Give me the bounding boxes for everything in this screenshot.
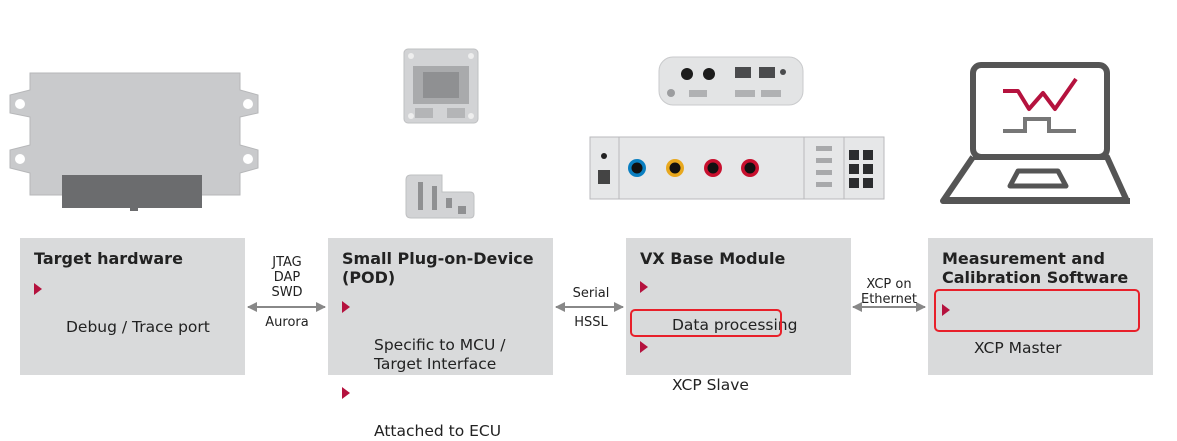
bullet-arrow-icon bbox=[342, 387, 350, 399]
connector-arrows bbox=[247, 302, 926, 312]
measurement-software-box: Measurement and Calibration Software XCP… bbox=[928, 238, 1153, 375]
bullet-arrow-icon bbox=[942, 304, 950, 316]
list-item: XCP Master bbox=[942, 301, 1139, 358]
box-title: Measurement and Calibration Software bbox=[942, 249, 1129, 287]
box-title: Target hardware bbox=[34, 249, 183, 268]
list-item: XCP Slave bbox=[640, 338, 837, 395]
xcp-on-ethernet-labels: XCP on Ethernet bbox=[854, 277, 924, 307]
vx-module-small-icon bbox=[658, 56, 804, 106]
target-hardware-box: Target hardware Debug / Trace port bbox=[20, 238, 245, 375]
list-item: Debug / Trace port bbox=[34, 280, 231, 337]
item-text: Debug / Trace port bbox=[66, 318, 210, 336]
connector-label: SWD bbox=[271, 285, 303, 300]
connector-label: Ethernet bbox=[861, 292, 917, 307]
connector-label: JTAG bbox=[272, 255, 302, 270]
pod-connector-icon bbox=[405, 174, 475, 219]
ecu-housing-icon bbox=[9, 72, 259, 211]
bullet-arrow-icon bbox=[34, 283, 42, 295]
connector-label: DAP bbox=[273, 270, 301, 285]
item-text: XCP Master bbox=[974, 339, 1062, 357]
list-item: Specific to MCU / Target Interface bbox=[342, 298, 539, 374]
list-item: Data processing bbox=[640, 278, 837, 335]
hssl-label: HSSL bbox=[574, 315, 608, 330]
item-text: Data processing bbox=[672, 316, 798, 334]
serial-label: Serial bbox=[572, 286, 610, 301]
item-text: Attached to ECU bbox=[374, 422, 502, 440]
bullet-arrow-icon bbox=[640, 341, 648, 353]
box-title: Small Plug-on-Device (POD) bbox=[342, 249, 534, 287]
aurora-label: Aurora bbox=[265, 315, 309, 330]
pod-box: Small Plug-on-Device (POD) Specific to M… bbox=[328, 238, 553, 440]
vx-base-module-box: VX Base Module Data processing XCP Slave bbox=[626, 238, 851, 394]
vx-rack-module-icon bbox=[589, 136, 885, 200]
xcp-master-highlight bbox=[934, 289, 1140, 332]
connector-label: XCP on bbox=[866, 277, 912, 292]
box-title: VX Base Module bbox=[640, 249, 786, 268]
item-text: Specific to MCU / Target Interface bbox=[374, 336, 506, 373]
bullet-arrow-icon bbox=[342, 301, 350, 313]
item-text: XCP Slave bbox=[672, 376, 749, 394]
bullet-arrow-icon bbox=[640, 281, 648, 293]
jtag-labels: JTAG DAP SWD bbox=[256, 255, 318, 300]
laptop-signal-icon bbox=[940, 62, 1130, 204]
pod-board-icon bbox=[403, 48, 479, 124]
xcp-slave-highlight bbox=[630, 309, 782, 337]
